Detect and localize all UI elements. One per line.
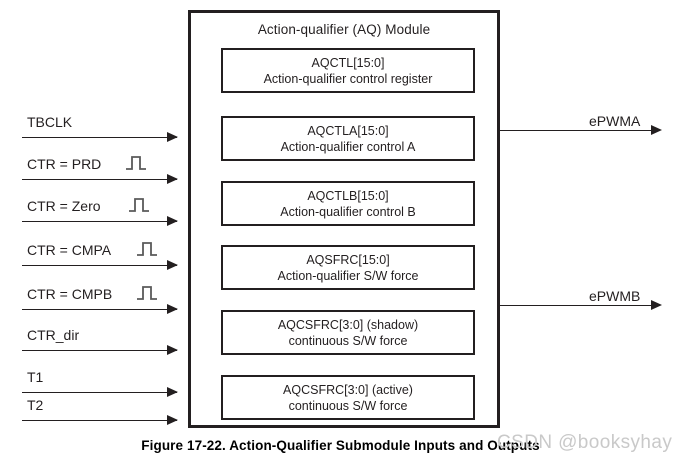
input-label-ctr-zero: CTR = Zero [27,198,101,214]
input-line-t1 [22,392,177,393]
register-box-aqctlb: AQCTLB[15:0] Action-qualifier control B [221,181,475,226]
input-label-t2: T2 [27,397,44,413]
pulse-waveform-icon [126,156,146,170]
register-description: Action-qualifier control B [280,204,416,219]
register-description: continuous S/W force [288,398,408,413]
arrow-right-icon [167,260,178,270]
output-line-epwmb [500,305,652,306]
register-name: AQCTLA[15:0] [307,123,389,138]
input-line-tbclk [22,137,177,138]
register-name: AQSFRC[15:0] [306,252,390,267]
arrow-right-icon [651,125,662,135]
input-label-ctr-prd: CTR = PRD [27,156,102,172]
register-box-aqcsfrc-active: AQCSFRC[3:0] (active) continuous S/W for… [221,375,475,420]
arrow-right-icon [651,300,662,310]
arrow-right-icon [167,174,178,184]
module-title: Action-qualifier (AQ) Module [257,22,431,37]
pulse-waveform-icon [137,242,157,256]
input-line-ctr-cmpa [22,265,177,266]
register-name: AQCTLB[15:0] [307,188,389,203]
input-label-tbclk: TBCLK [27,114,73,130]
register-box-aqctl: AQCTL[15:0] Action-qualifier control reg… [221,48,475,93]
register-box-aqctla: AQCTLA[15:0] Action-qualifier control A [221,116,475,161]
output-label-epwma: ePWMA [589,113,641,129]
arrow-right-icon [167,345,178,355]
register-description: Action-qualifier S/W force [277,268,419,283]
input-label-t1: T1 [27,369,44,385]
register-description: continuous S/W force [288,333,408,348]
arrow-right-icon [167,415,178,425]
input-line-ctr-dir [22,350,177,351]
register-name: AQCSFRC[3:0] (shadow) [277,317,419,332]
register-description: Action-qualifier control A [280,139,416,154]
input-line-t2 [22,420,177,421]
output-label-epwmb: ePWMB [589,288,641,304]
pulse-waveform-icon [137,286,157,300]
register-name: AQCSFRC[3:0] (active) [283,382,413,397]
register-box-aqsfrc: AQSFRC[15:0] Action-qualifier S/W force [221,245,475,290]
input-line-ctr-zero [22,221,177,222]
input-line-ctr-cmpb [22,309,177,310]
input-label-ctr-dir: CTR_dir [27,327,80,343]
register-description: Action-qualifier control register [263,71,433,86]
arrow-right-icon [167,304,178,314]
register-box-aqcsfrc-shadow: AQCSFRC[3:0] (shadow) continuous S/W for… [221,310,475,355]
input-line-ctr-prd [22,179,177,180]
arrow-right-icon [167,216,178,226]
register-name: AQCTL[15:0] [311,55,385,70]
arrow-right-icon [167,132,178,142]
arrow-right-icon [167,387,178,397]
output-line-epwma [500,130,652,131]
pulse-waveform-icon [129,198,149,212]
input-label-ctr-cmpb: CTR = CMPB [27,286,113,302]
figure-caption: Figure 17-22. Action-Qualifier Submodule… [141,438,540,453]
input-label-ctr-cmpa: CTR = CMPA [27,242,112,258]
